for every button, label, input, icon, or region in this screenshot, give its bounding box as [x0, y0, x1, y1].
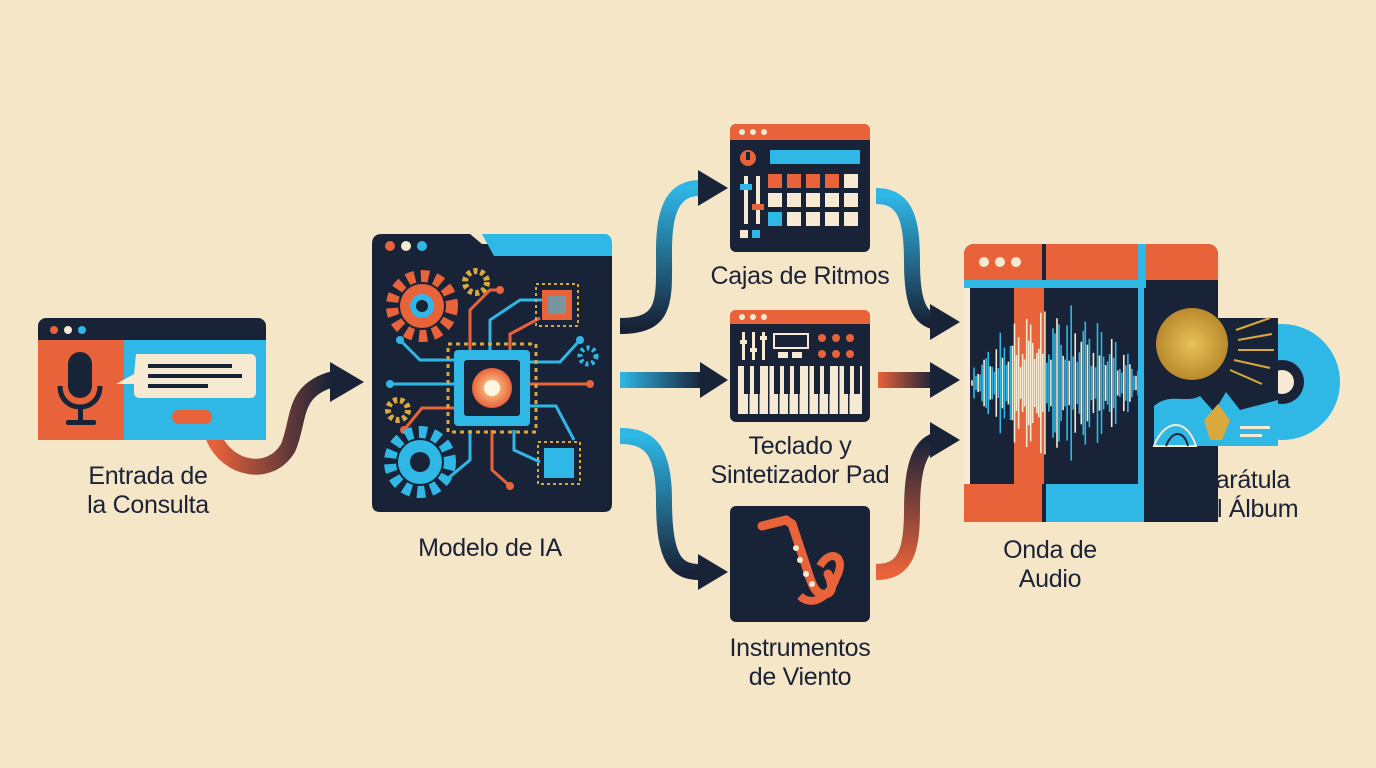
- connector-model-to-drums: [619, 170, 728, 334]
- label-album-cover: Carátula del Álbum: [1164, 466, 1324, 524]
- gear-icon: [462, 268, 490, 296]
- chip-icon: [535, 283, 579, 327]
- connector-drums-to-wave: [875, 188, 960, 340]
- ai-model-window: [372, 234, 612, 512]
- drum-pad-icon: [740, 150, 860, 238]
- circuit-traces: [390, 288, 590, 488]
- label-keyboard-synth-line2: Sintetizador Pad: [710, 461, 890, 489]
- label-keyboard-synth: Teclado y Sintetizador Pad: [686, 432, 914, 490]
- connector-wind-to-wave: [875, 422, 960, 580]
- album-cover: [1152, 308, 1340, 447]
- connector-model-to-wind: [619, 428, 728, 590]
- connector-input-to-model: [206, 362, 364, 475]
- label-wind-instruments: Instrumentos de Viento: [700, 634, 900, 692]
- chip-icon: [537, 441, 581, 485]
- audio-wave-window: [964, 244, 1218, 522]
- gear-icon: [385, 397, 411, 423]
- keyboard-synth-window: [730, 310, 870, 422]
- label-keyboard-synth-line1: Teclado y: [748, 432, 852, 460]
- saxophone-icon: [757, 515, 844, 605]
- label-wind-instruments-line2: de Viento: [748, 663, 852, 691]
- circuit-chip-icon: [446, 342, 538, 434]
- waveform-icon: [971, 305, 1141, 461]
- label-audio-wave: Onda de Audio: [980, 536, 1120, 594]
- label-audio-wave-line2: Audio: [1018, 565, 1082, 593]
- gear-icon: [577, 345, 599, 367]
- label-ai-model: Modelo de IA: [390, 534, 590, 563]
- label-audio-wave-line1: Onda de: [1003, 536, 1097, 564]
- chat-bubble-icon: [116, 354, 256, 398]
- label-drum-machine: Cajas de Ritmos: [690, 262, 910, 291]
- query-input-window: [38, 318, 266, 440]
- wind-instruments-window: [730, 506, 870, 622]
- label-album-cover-line2: del Álbum: [1189, 495, 1299, 523]
- connector-model-to-keyboard: [620, 362, 728, 398]
- microphone-icon: [57, 352, 103, 425]
- label-drum-machine-line1: Cajas de Ritmos: [710, 262, 890, 290]
- label-album-cover-line1: Carátula: [1197, 466, 1291, 494]
- keyboard-synth-icon: [738, 332, 862, 414]
- gear-icon: [384, 426, 456, 498]
- label-query-input-line1: Entrada de: [88, 462, 208, 490]
- connector-keyboard-to-wave: [878, 362, 960, 398]
- label-query-input-line2: la Consulta: [87, 491, 209, 519]
- gear-icon: [386, 270, 458, 342]
- drum-machine-window: [730, 124, 870, 252]
- send-button: [172, 410, 212, 424]
- label-query-input: Entrada de la Consulta: [60, 462, 236, 520]
- label-wind-instruments-line1: Instrumentos: [729, 634, 871, 662]
- label-ai-model-line1: Modelo de IA: [418, 534, 562, 562]
